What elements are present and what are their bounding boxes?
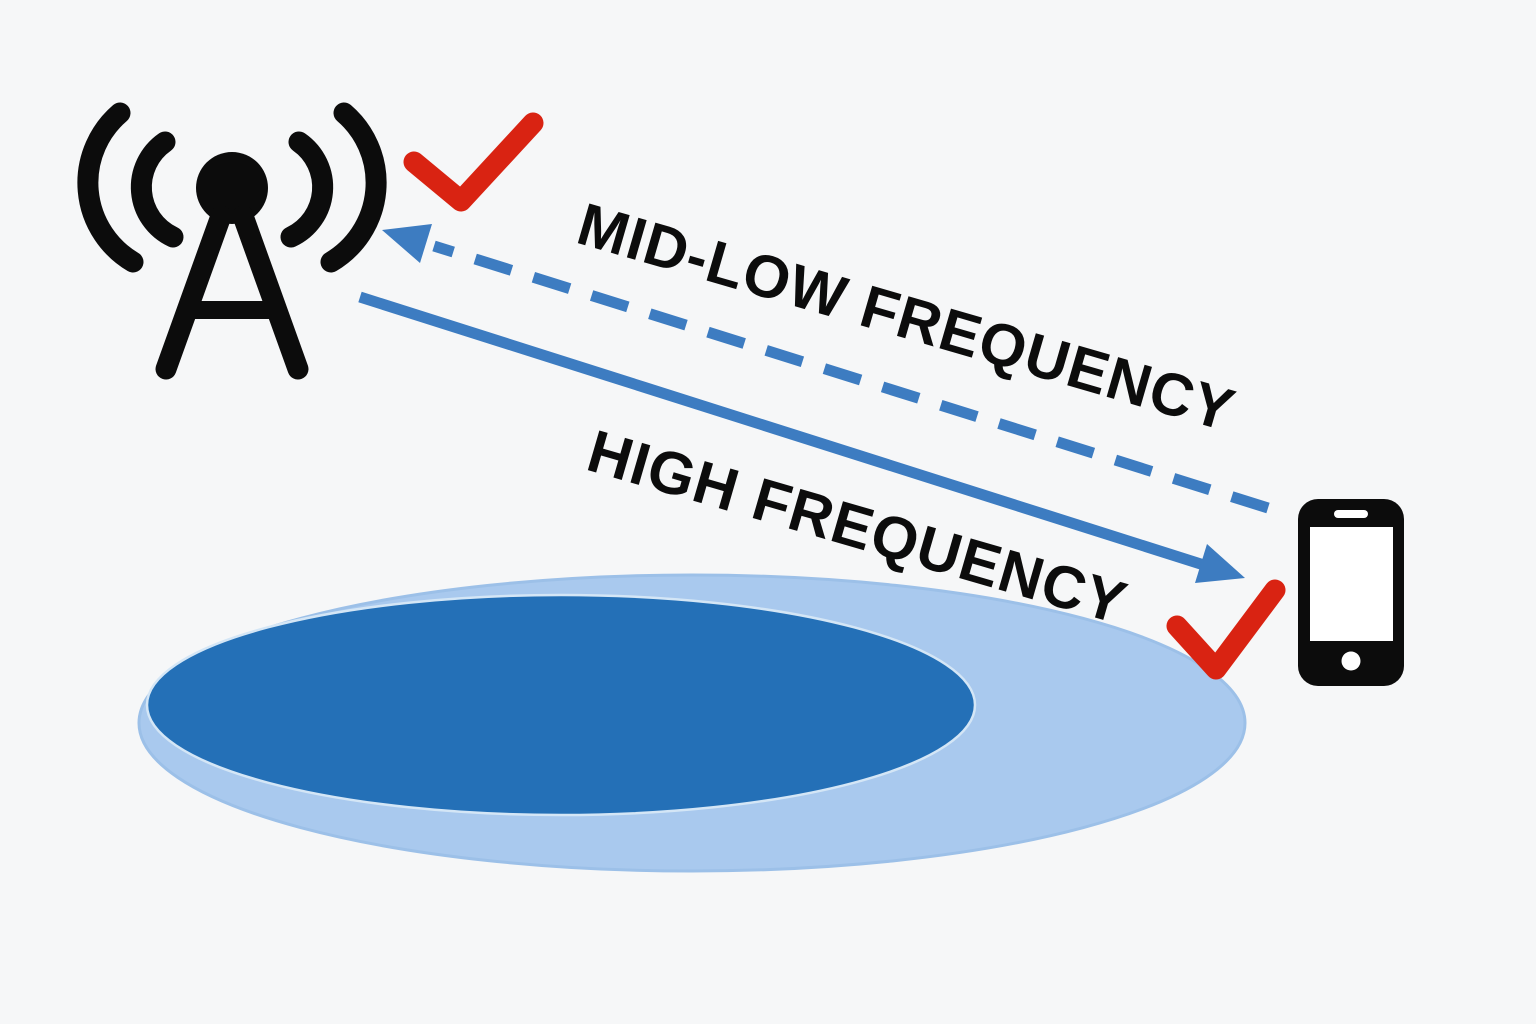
cell-tower-icon <box>77 102 387 380</box>
phone-checkmark-icon <box>1166 579 1286 680</box>
tower-head <box>196 152 268 224</box>
mid-low-arrow-line <box>432 240 1270 514</box>
tower-outer-left-wave <box>77 102 144 273</box>
tower-inner-left-wave <box>130 131 184 248</box>
mid-low-frequency-arrow <box>382 224 1270 514</box>
high-arrowhead <box>1195 544 1245 583</box>
coverage-ellipses <box>137 573 1247 873</box>
high-frequency-arrow <box>358 291 1245 583</box>
tower-right-leg <box>232 205 309 380</box>
high-coverage-ellipse <box>145 593 977 817</box>
high-arrow-line <box>358 291 1209 572</box>
phone-speaker <box>1334 510 1368 518</box>
checkmarks <box>403 112 1286 680</box>
mid-low-arrowhead <box>382 224 432 263</box>
phone-home-button <box>1341 651 1361 671</box>
tower-outer-right-wave <box>320 102 387 273</box>
tower-checkmark-icon <box>403 112 544 212</box>
tower-inner-right-wave <box>280 131 334 248</box>
smartphone-icon <box>1298 499 1404 686</box>
phone-screen <box>1310 527 1393 641</box>
tower-left-leg <box>155 205 232 380</box>
